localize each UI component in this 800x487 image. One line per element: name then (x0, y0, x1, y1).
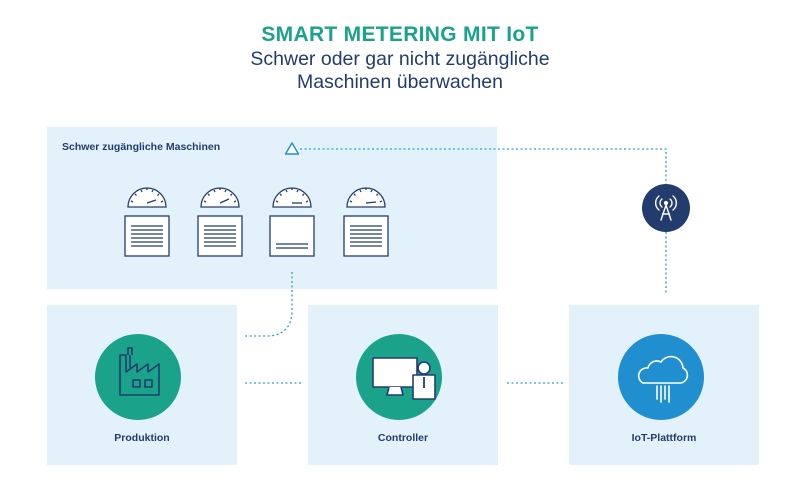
page-subtitle-line-1: Schwer oder gar nicht zugängliche (250, 48, 550, 70)
controller-label: Controller (377, 432, 429, 444)
machines-panel (47, 127, 497, 289)
produktion-label: Produktion (114, 432, 170, 444)
page-title: SMART METERING MIT IoT (261, 23, 539, 46)
connector-machine-to-produktion (243, 272, 293, 337)
machines-group (124, 187, 389, 257)
iot-platform-label: IoT-Plattform (631, 432, 697, 444)
machine-1 (124, 187, 170, 257)
connector-sensor-to-antenna (300, 148, 667, 184)
iot-platform-circle (618, 334, 704, 420)
workstation-icon (372, 357, 436, 400)
header: SMART METERING MIT IoT Schwer oder gar n… (0, 22, 800, 94)
machine-2 (197, 187, 243, 257)
machine-3 (269, 187, 315, 257)
sensor-triangle-icon (284, 142, 300, 155)
page-subtitle-line-2: Maschinen überwachen (297, 71, 503, 93)
connector-lines (243, 148, 667, 384)
machines-panel-label: Schwer zugängliche Maschinen (62, 141, 221, 153)
factory-icon (119, 347, 160, 396)
antenna-icon (642, 184, 690, 232)
cloud-icon (637, 355, 689, 403)
machine-4 (343, 187, 389, 257)
